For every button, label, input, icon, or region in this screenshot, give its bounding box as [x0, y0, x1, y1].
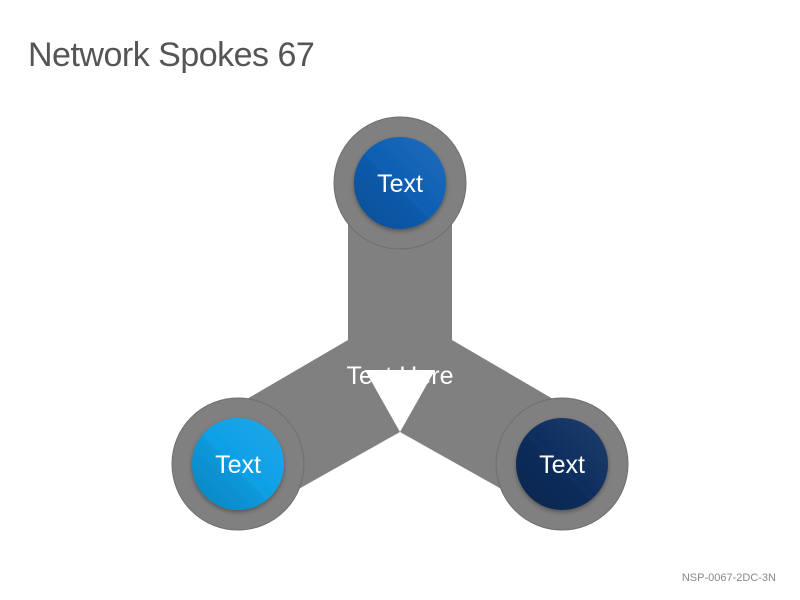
page-title: Network Spokes 67 — [28, 36, 315, 74]
node-top[interactable]: Text — [354, 137, 446, 229]
node-label: Text — [539, 451, 585, 479]
node-sheen — [516, 418, 608, 510]
node-bottom-left[interactable]: Text — [192, 418, 284, 510]
hub-label: Text Here — [347, 362, 454, 390]
node-sheen — [192, 418, 284, 510]
node-label: Text — [215, 451, 261, 479]
node-label: Text — [377, 170, 423, 198]
node-sheen — [354, 137, 446, 229]
node-bottom-right[interactable]: Text — [516, 418, 608, 510]
footer-code: NSP-0067-2DC-3N — [681, 572, 776, 584]
